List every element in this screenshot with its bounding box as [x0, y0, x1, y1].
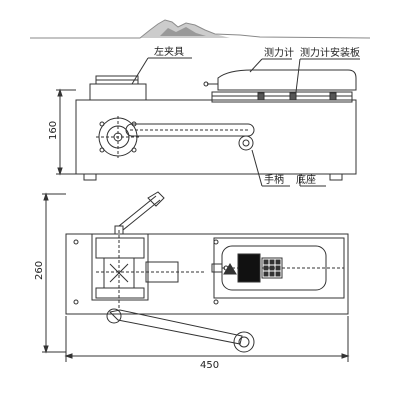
warning-triangle-icon	[223, 263, 237, 275]
dim-side-height: 160	[48, 121, 59, 140]
top-handle-knob	[233, 331, 255, 353]
ink-landscape-decoration	[30, 19, 371, 39]
side-force-gauge	[217, 69, 357, 91]
side-clamp-block	[89, 83, 147, 101]
top-gauge-display	[237, 253, 261, 283]
side-foot-left	[83, 173, 97, 181]
side-foot-right	[329, 173, 343, 181]
label-force-gauge: 测力计	[264, 46, 294, 59]
label-base: 底座	[296, 173, 316, 186]
dim-overall-length: 450	[200, 360, 219, 371]
top-view	[42, 191, 350, 362]
top-base-plate	[65, 233, 349, 315]
side-base-body	[75, 99, 357, 175]
side-handle-slot	[125, 123, 255, 137]
label-left-clamp: 左夹具	[154, 45, 184, 58]
side-gauge-mount-plate	[211, 91, 353, 103]
top-handle-arm	[108, 309, 243, 345]
dim-top-depth: 260	[34, 261, 45, 280]
label-gauge-mount-plate: 测力计安装板	[300, 46, 360, 59]
top-clamp-frame	[91, 233, 149, 301]
side-handle-knob	[238, 135, 254, 151]
top-clamp-lever	[118, 195, 157, 227]
label-handle: 手柄	[264, 173, 284, 186]
side-view	[56, 57, 360, 187]
